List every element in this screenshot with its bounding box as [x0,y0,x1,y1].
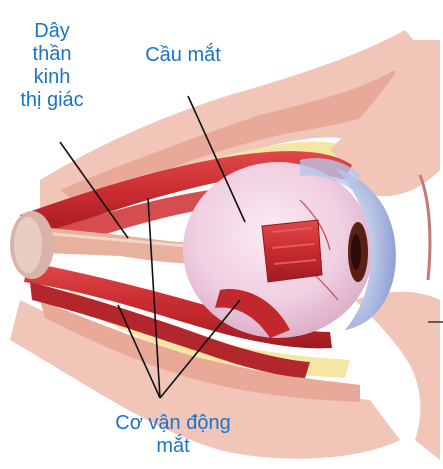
eye-muscles-label-line-1: Cơ vận động [88,412,258,435]
optic-nerve-label-line-1: Dây [0,20,104,43]
eye-muscles-label: Cơ vận động mắt [88,412,258,458]
eyeball-label: Cầu mắt [118,44,248,67]
optic-nerve-label: Dây thần kinh thị giác [0,20,104,112]
optic-nerve-label-line-4: thị giác [0,89,104,112]
optic-nerve-label-line-2: thần [0,43,104,66]
optic-nerve-label-line-3: kinh [0,66,104,89]
eye-muscles-label-line-2: mắt [88,435,258,458]
